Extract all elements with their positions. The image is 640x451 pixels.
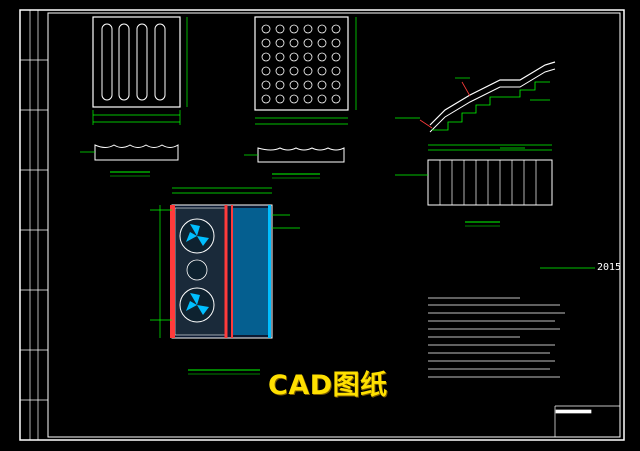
fan-icon	[179, 218, 215, 254]
stair-handrail-detail	[395, 61, 556, 227]
left-title-strip	[20, 10, 48, 440]
title-block	[554, 405, 620, 437]
fan-icon	[179, 287, 215, 323]
ventilation-shaft-section	[150, 187, 300, 375]
tactile-bar-block-detail	[80, 16, 188, 177]
year-label: 2015	[597, 262, 622, 273]
drawing-border	[19, 9, 625, 441]
design-notes	[428, 297, 565, 378]
cad-drawing-caption: CAD图纸	[268, 370, 388, 401]
tactile-dot-block-detail	[244, 16, 357, 179]
drawing-inner-border	[47, 12, 621, 438]
